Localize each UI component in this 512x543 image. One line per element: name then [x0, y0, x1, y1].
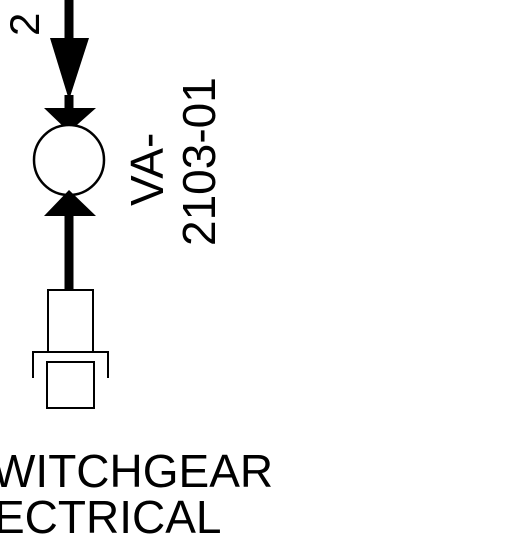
connector-inner-box [46, 361, 95, 409]
valve-tag-number: 2103-01 [173, 77, 225, 246]
caption-electrical: ECTRICAL [0, 491, 222, 543]
flow-arrow-icon [50, 38, 89, 100]
valve-tag-prefix: VA- [121, 132, 173, 206]
connector-stem-box [47, 289, 94, 353]
valve-body-upper [44, 108, 96, 132]
valve-body-lower [44, 190, 96, 216]
connector-bracket [32, 351, 109, 378]
top-cut-off-label: 2 [1, 12, 48, 36]
caption-switchgear: WITCHGEAR [0, 445, 274, 497]
piping-diagram [32, 0, 109, 409]
valve-actuator-circle [32, 123, 106, 197]
